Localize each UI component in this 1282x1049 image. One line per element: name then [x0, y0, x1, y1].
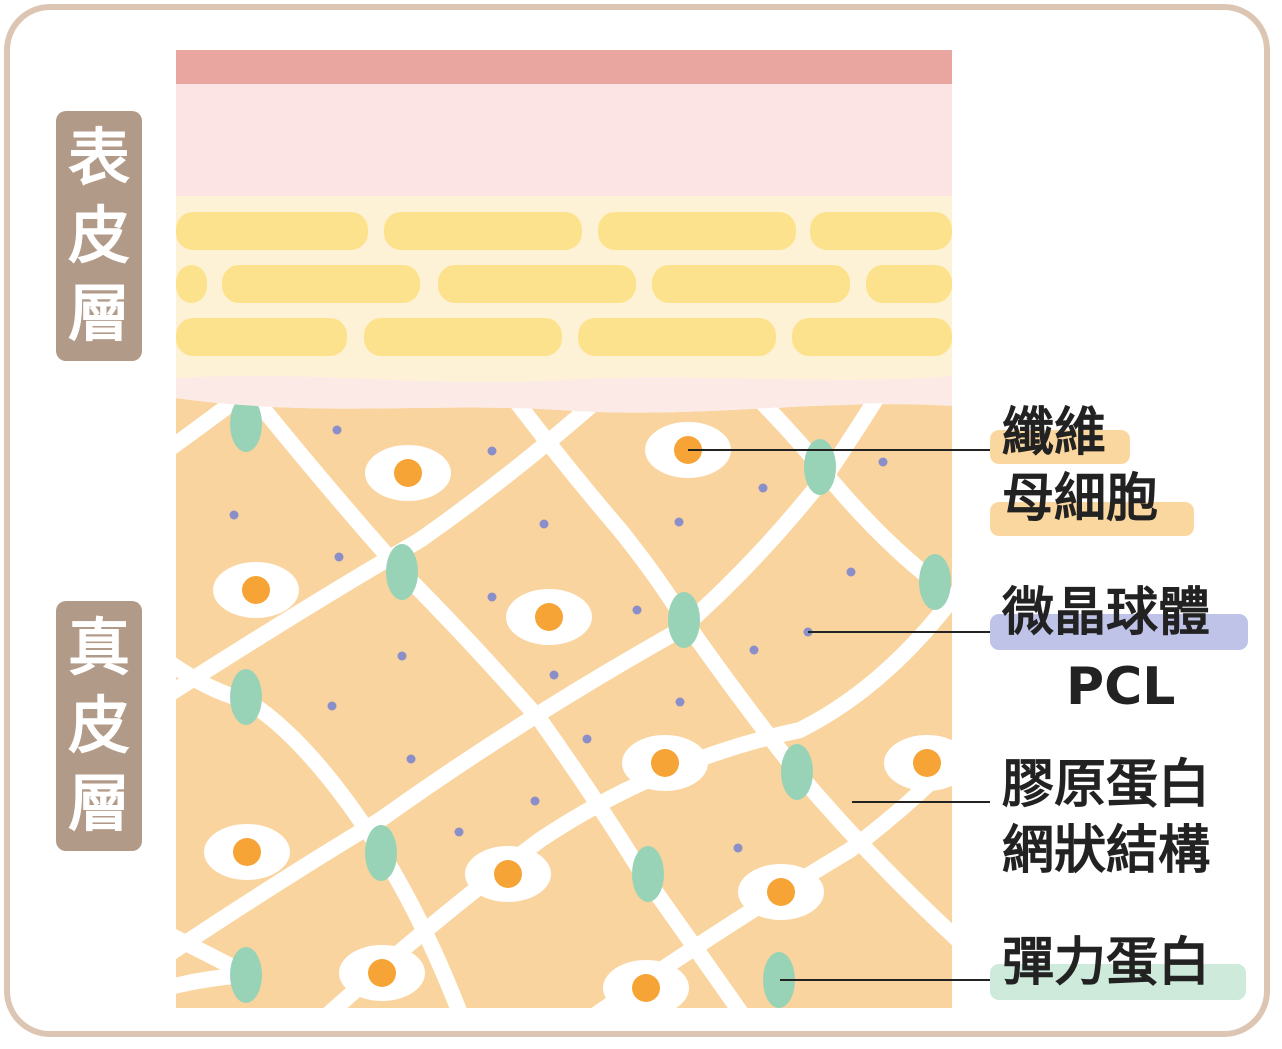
fibroblast	[365, 445, 451, 501]
basal-cell	[438, 265, 636, 303]
basal-cell	[176, 212, 368, 250]
microsphere-dot	[327, 701, 337, 711]
fibroblast	[204, 824, 290, 880]
epidermis-label: 表皮層	[68, 121, 131, 350]
microsphere-dot	[846, 567, 856, 577]
microsphere-dot	[332, 425, 342, 435]
fibroblast-nucleus	[233, 838, 261, 866]
basal-cell	[652, 265, 850, 303]
collagen-fiber	[176, 398, 628, 708]
basal-cell	[866, 265, 952, 303]
basal-cell	[810, 212, 952, 250]
microsphere-dot	[674, 517, 684, 527]
microsphere-dot	[878, 457, 888, 467]
fibroblast	[465, 846, 551, 902]
collagen-fiber	[176, 398, 908, 968]
elastin-node	[668, 592, 700, 648]
basal-cell	[364, 318, 562, 356]
basal-cell	[384, 212, 582, 250]
elastin-node	[386, 544, 418, 600]
microsphere-dot	[229, 510, 239, 520]
elastin-node	[365, 825, 397, 881]
microsphere-dot	[454, 827, 464, 837]
fibroblast-highlight-1	[990, 430, 1130, 464]
microsphere-dot	[733, 843, 743, 853]
fibroblast-cells	[204, 422, 952, 1008]
elastin-node	[230, 398, 262, 452]
fibroblast-nucleus	[494, 860, 522, 888]
microsphere-dot	[397, 651, 407, 661]
epidermis-pink-layer	[176, 84, 952, 196]
microsphere-dot	[758, 483, 768, 493]
stratum-corneum	[176, 50, 952, 84]
basal-cell	[792, 318, 952, 356]
microsphere-dot	[406, 754, 416, 764]
microsphere-label-line1: 微晶球體	[1002, 583, 1211, 643]
fibroblast-nucleus	[535, 603, 563, 631]
microsphere-dot	[487, 592, 497, 602]
microsphere-dot	[749, 645, 759, 655]
dermal-epidermal-junction	[176, 375, 952, 413]
basal-cell	[176, 318, 347, 356]
fibroblast-highlight-2	[990, 502, 1194, 536]
collagen-fiber	[176, 632, 478, 1008]
elastin-node	[804, 439, 836, 495]
basal-cell	[598, 212, 796, 250]
fibroblast	[339, 945, 425, 1001]
microsphere-dot	[334, 552, 344, 562]
elastin-node	[632, 846, 664, 902]
microsphere-dot	[487, 446, 497, 456]
microsphere-label-line2: PCL	[1066, 657, 1176, 717]
elastin-label: 彈力蛋白	[1002, 933, 1211, 993]
fibroblast-nucleus	[651, 749, 679, 777]
fibroblast	[603, 960, 689, 1008]
elastin-highlight	[990, 964, 1246, 1000]
basal-cell-rows	[176, 212, 952, 356]
microsphere-dot	[549, 670, 559, 680]
fibroblast	[213, 562, 299, 618]
basal-cell	[578, 318, 776, 356]
microsphere-dot	[632, 605, 642, 615]
microsphere-dot	[675, 697, 685, 707]
collagen-fiber	[176, 398, 270, 478]
fibroblast-nucleus	[368, 959, 396, 987]
elastin-nodes	[230, 398, 951, 1008]
fibroblast-nucleus	[767, 878, 795, 906]
elastin-node	[781, 744, 813, 800]
basal-cell	[222, 265, 420, 303]
dermis-label: 真皮層	[68, 611, 131, 840]
fibroblast-nucleus	[913, 749, 941, 777]
fibroblast	[506, 589, 592, 645]
fibroblast-nucleus	[394, 459, 422, 487]
fibroblast-label-line1: 纖維	[1002, 403, 1107, 463]
fibroblast	[622, 735, 708, 791]
elastin-node	[230, 947, 262, 1003]
fibroblast-nucleus	[632, 974, 660, 1002]
collagen-label-line1: 膠原蛋白	[1002, 755, 1211, 815]
elastin-node	[763, 952, 795, 1008]
elastin-node	[919, 554, 951, 610]
basal-cell	[176, 265, 207, 303]
fibroblast-label-line2: 母細胞	[1002, 469, 1159, 529]
fibroblast	[884, 735, 952, 791]
collagen-fiber	[232, 398, 768, 1008]
collagen-label-line2: 網狀結構	[1002, 821, 1211, 881]
microsphere-highlight	[990, 614, 1248, 650]
microsphere-dot	[582, 734, 592, 744]
fibroblast-nucleus	[242, 576, 270, 604]
microsphere-dot	[530, 796, 540, 806]
elastin-node	[230, 669, 262, 725]
collagen-fiber	[492, 398, 952, 968]
fibroblast	[738, 864, 824, 920]
microsphere-dot	[539, 519, 549, 529]
dermis-tag: 真皮層	[56, 601, 142, 851]
epidermis-tag: 表皮層	[56, 111, 142, 361]
